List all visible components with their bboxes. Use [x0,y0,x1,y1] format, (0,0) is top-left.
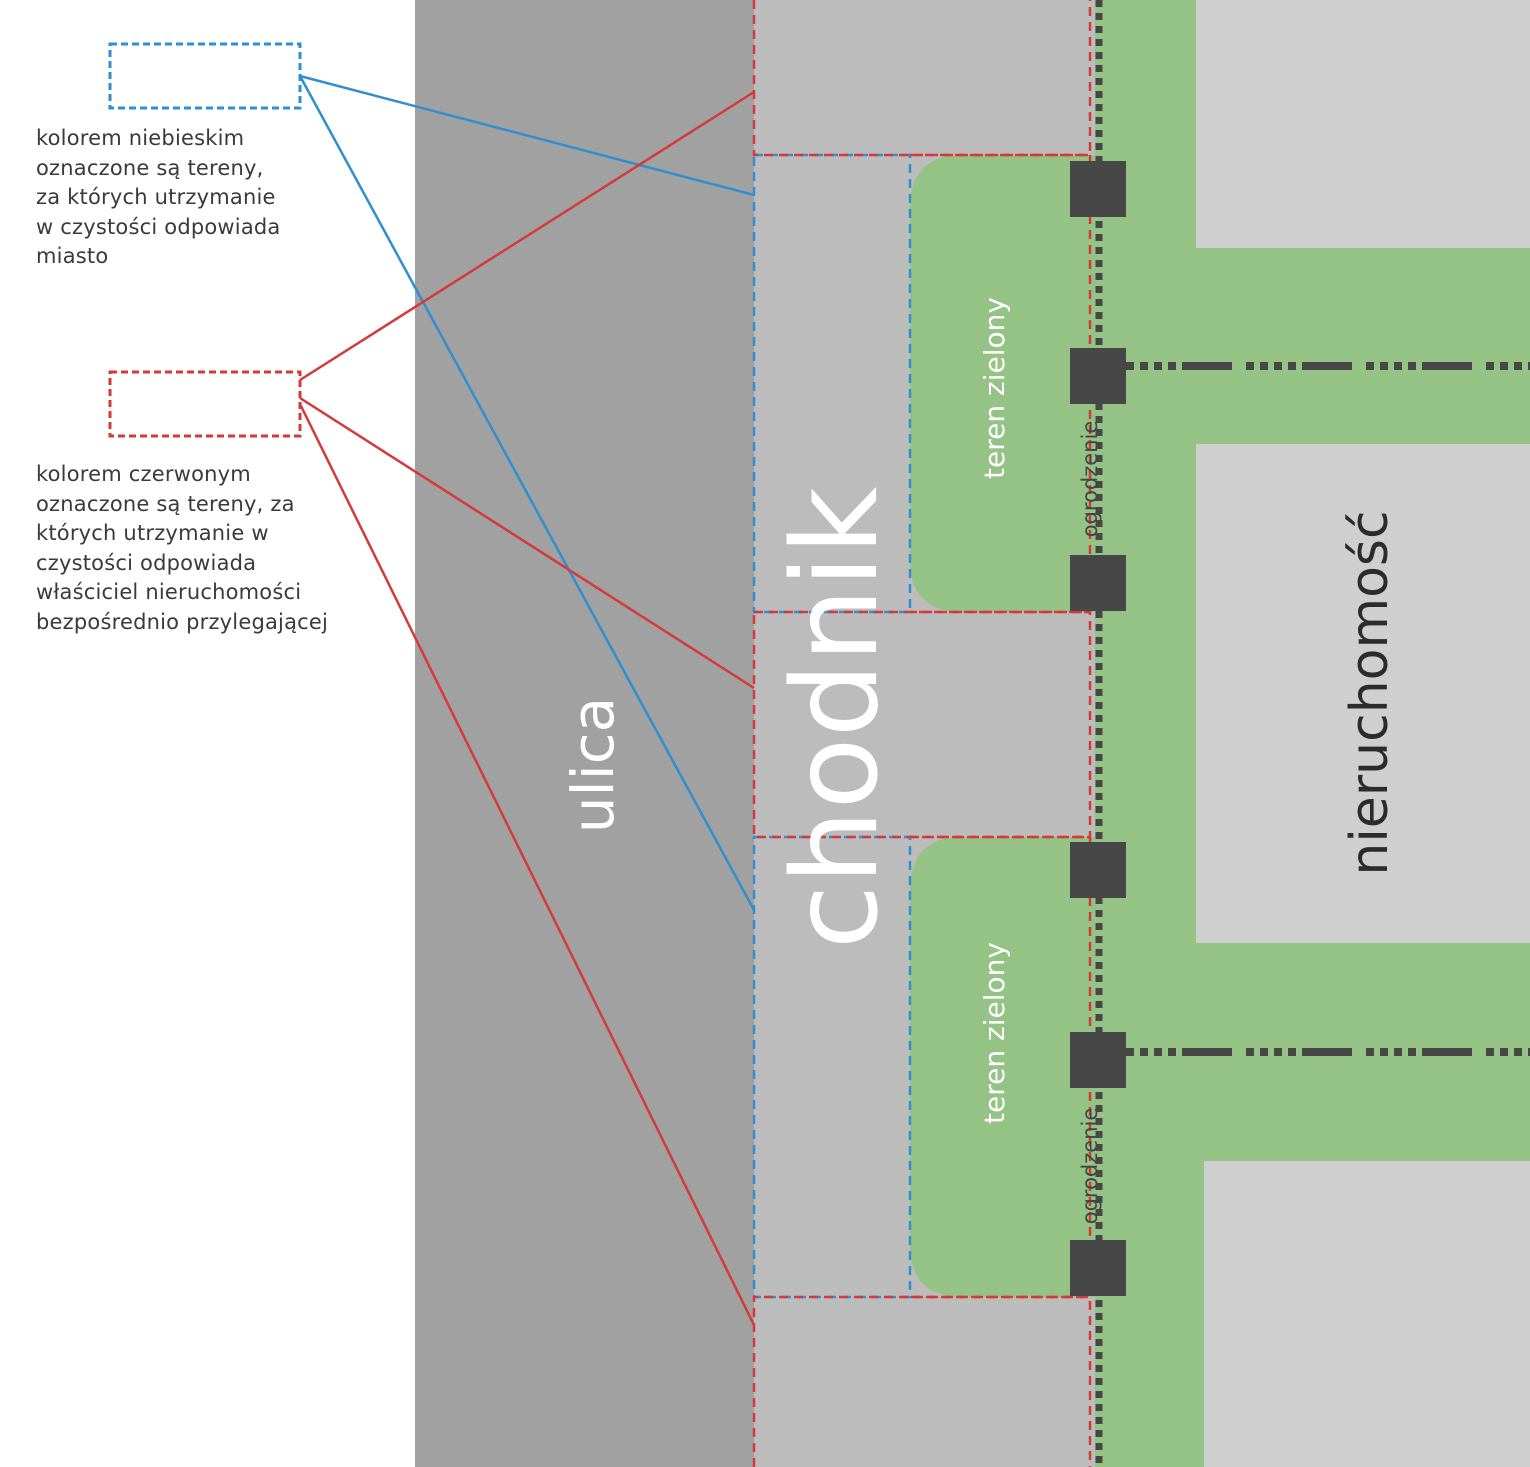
fence-post [1070,555,1126,611]
fence-post [1070,348,1126,404]
red-leader-line-3 [298,403,756,1326]
legend-red-text: kolorem czerwonym oznaczone są tereny, z… [36,462,329,634]
legend-red-box [108,370,302,438]
green-area-label-1: teren zielony [978,297,1011,479]
green-area-label-2: teren zielony [978,942,1011,1124]
legend-blue-text: kolorem niebieskim oznaczone są tereny, … [36,126,281,268]
blue-leader-line-1 [299,74,755,197]
green-area-1 [910,155,1095,612]
fence-post [1070,842,1126,898]
street-area [415,0,754,1467]
property-block-bottom [1204,1161,1530,1467]
property-block-top [1196,0,1530,248]
sidewalk-label: chodnik [766,486,904,950]
fence-post [1070,1032,1126,1088]
fence-label-2: ogrodzenie [1078,1107,1102,1225]
fence-post [1070,161,1126,217]
street-label: ulica [559,696,627,834]
red-zone-top [752,0,1092,157]
fence-label-1: ogrodzenie [1078,420,1102,538]
red-leader-line-2 [299,396,755,690]
property-block-middle [1196,444,1530,943]
legend-blue-box [108,42,302,110]
green-area-2 [910,837,1095,1297]
red-leader-line-1 [299,90,755,382]
red-zone-bottom [752,1295,1092,1467]
blue-leader-line-2 [298,75,756,911]
red-zone-middle [752,610,1092,839]
property-label: nieruchomość [1340,510,1400,876]
fence-post [1070,1240,1126,1296]
